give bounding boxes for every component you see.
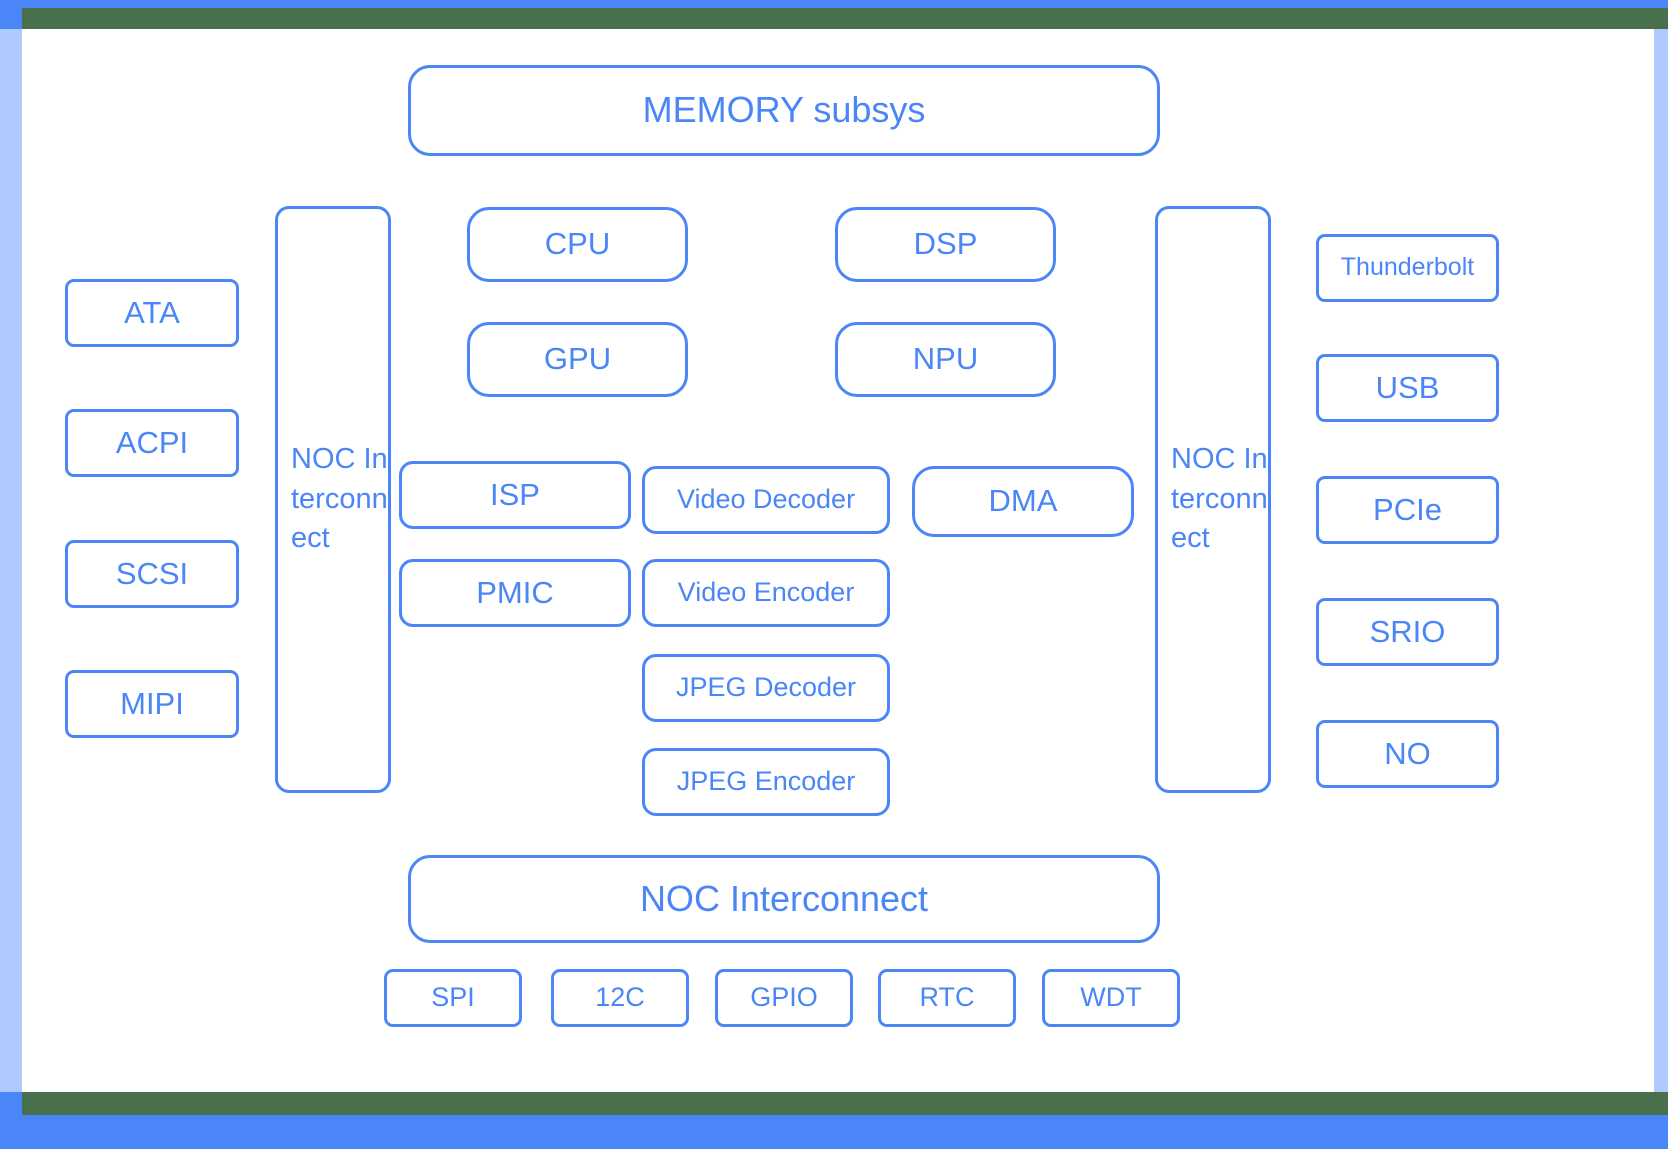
block-spi[interactable]: SPI: [384, 969, 522, 1027]
block-video-decoder[interactable]: Video Decoder: [642, 466, 890, 534]
block-jpeg-decoder[interactable]: JPEG Decoder: [642, 654, 890, 722]
block-mipi[interactable]: MIPI: [65, 670, 239, 738]
block-srio[interactable]: SRIO: [1316, 598, 1499, 666]
block-label: PMIC: [476, 574, 554, 610]
block-pcie[interactable]: PCIe: [1316, 476, 1499, 544]
block-npu[interactable]: NPU: [835, 322, 1056, 397]
block-cpu[interactable]: CPU: [467, 207, 688, 282]
frame-edge-left: [0, 29, 22, 1092]
block-noc-interconnect-right[interactable]: NOC Interconnect: [1155, 206, 1271, 793]
block-wdt[interactable]: WDT: [1042, 969, 1180, 1027]
block-gpu[interactable]: GPU: [467, 322, 688, 397]
block-label: JPEG Decoder: [675, 672, 857, 703]
block-label: Thunderbolt: [1340, 253, 1475, 282]
block-scsi[interactable]: SCSI: [65, 540, 239, 608]
block-no[interactable]: NO: [1316, 720, 1499, 788]
block-label: NOC Interconnect: [639, 877, 929, 919]
block-label: NO: [1384, 735, 1431, 771]
block-label: SCSI: [115, 555, 189, 591]
block-label: Video Decoder: [676, 484, 856, 515]
block-label: USB: [1375, 369, 1440, 405]
block-label: RTC: [919, 982, 975, 1013]
block-label: 12C: [595, 982, 645, 1013]
block-label: PCIe: [1373, 491, 1442, 527]
block-rtc[interactable]: RTC: [878, 969, 1016, 1027]
block-isp[interactable]: ISP: [399, 461, 631, 529]
block-noc-interconnect-left[interactable]: NOC Interconnect: [275, 206, 391, 793]
block-thunderbolt[interactable]: Thunderbolt: [1316, 234, 1499, 302]
diagram-canvas: MEMORY subsys ATA ACPI SCSI MIPI NOC Int…: [22, 29, 1654, 1092]
frame-edge-right: [1654, 29, 1668, 1092]
block-label: MIPI: [120, 685, 184, 721]
block-label: ACPI: [115, 424, 189, 460]
block-dma[interactable]: DMA: [912, 466, 1134, 537]
block-ata[interactable]: ATA: [65, 279, 239, 347]
block-gpio[interactable]: GPIO: [715, 969, 853, 1027]
block-label: GPIO: [750, 982, 818, 1013]
block-label: DSP: [913, 226, 978, 262]
frame-band-top: [22, 8, 1668, 29]
block-label: GPU: [543, 341, 612, 377]
block-memory-subsys[interactable]: MEMORY subsys: [408, 65, 1160, 156]
block-label: Video Encoder: [677, 577, 855, 608]
block-pmic[interactable]: PMIC: [399, 559, 631, 627]
block-label: JPEG Encoder: [676, 766, 856, 797]
block-label: MEMORY subsys: [642, 89, 926, 131]
block-jpeg-encoder[interactable]: JPEG Encoder: [642, 748, 890, 816]
block-video-encoder[interactable]: Video Encoder: [642, 559, 890, 627]
block-label: DMA: [988, 483, 1058, 519]
block-acpi[interactable]: ACPI: [65, 409, 239, 477]
block-dsp[interactable]: DSP: [835, 207, 1056, 282]
block-label: SPI: [431, 982, 475, 1013]
block-label: ISP: [490, 476, 540, 512]
frame-band-bottom: [22, 1092, 1668, 1115]
block-label: ATA: [124, 294, 180, 330]
block-label: NOC Interconnect: [1171, 443, 1268, 555]
block-label: CPU: [544, 226, 611, 262]
block-label: SRIO: [1369, 613, 1446, 649]
block-label: WDT: [1080, 982, 1142, 1013]
block-usb[interactable]: USB: [1316, 354, 1499, 422]
block-noc-interconnect-bottom[interactable]: NOC Interconnect: [408, 855, 1160, 943]
block-label: NOC Interconnect: [291, 443, 388, 555]
block-12c[interactable]: 12C: [551, 969, 689, 1027]
block-label: NPU: [912, 341, 979, 377]
